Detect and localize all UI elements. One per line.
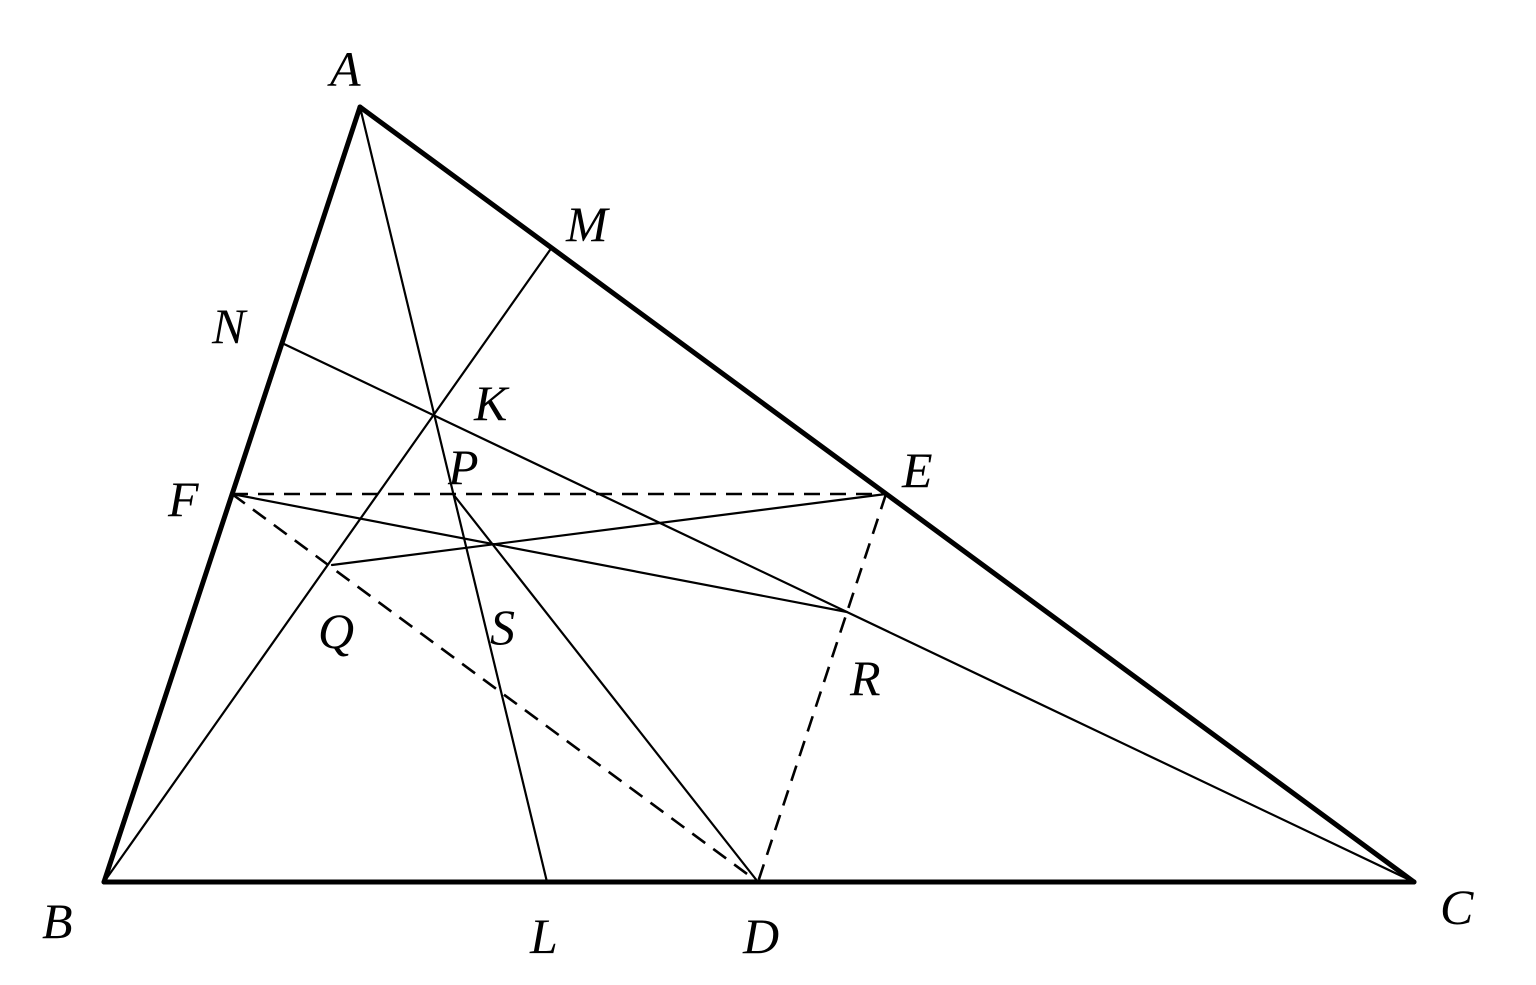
label-C: C	[1440, 879, 1474, 935]
label-R: R	[849, 650, 881, 706]
segment-BM	[102, 248, 552, 884]
labels-layer: A B C D E F L M N K P Q R S	[42, 41, 1474, 964]
label-P: P	[447, 439, 479, 495]
segments-layer	[101, 104, 1417, 885]
label-A: A	[327, 41, 361, 97]
segment-NC	[282, 342, 1416, 884]
segment-FR	[230, 492, 849, 614]
label-N: N	[211, 298, 248, 354]
label-L: L	[529, 908, 558, 964]
label-M: M	[565, 196, 610, 252]
label-F: F	[167, 471, 199, 527]
label-B: B	[42, 893, 73, 949]
segment-ED	[756, 493, 888, 883]
label-K: K	[473, 375, 510, 431]
label-S: S	[490, 599, 515, 655]
segment-QE	[330, 492, 888, 567]
segment-PD	[451, 492, 760, 884]
label-D: D	[742, 908, 779, 964]
label-E: E	[901, 442, 933, 498]
segment-FD	[231, 492, 759, 884]
label-Q: Q	[318, 603, 354, 659]
